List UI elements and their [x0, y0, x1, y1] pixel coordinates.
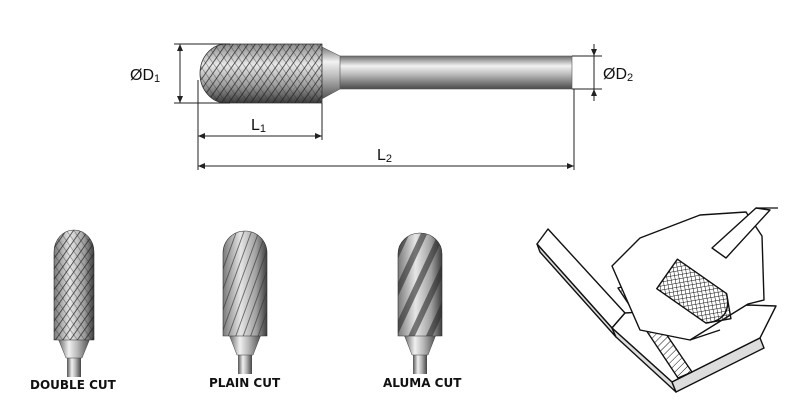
illustration-burr-head	[656, 258, 732, 324]
dimension-d1-label: ØD1	[130, 67, 160, 85]
cut-label-plain: PLAIN CUT	[209, 376, 281, 390]
illustration-burr-shank	[711, 207, 771, 259]
dimension-l2-label: L2	[377, 147, 392, 165]
dimension-d2: ØD2	[572, 44, 633, 101]
cut-label-double: DOUBLE CUT	[30, 378, 117, 392]
dimension-d1: ØD1	[130, 43, 230, 104]
burr-double-cut	[53, 229, 95, 377]
usage-illustration	[536, 207, 778, 393]
dimension-d2-label: ØD2	[603, 66, 633, 84]
burr-shank	[329, 55, 573, 90]
dimension-l1: L1	[197, 80, 323, 170]
main-burr-drawing	[199, 43, 573, 104]
dimension-l1-label: L1	[251, 117, 266, 135]
burr-aluma-cut	[397, 232, 443, 374]
workpiece-left-plate	[536, 228, 626, 329]
dimension-l2: L2	[198, 89, 575, 170]
cut-label-aluma: ALUMA CUT	[383, 376, 462, 390]
burr-plain-cut	[222, 230, 268, 374]
